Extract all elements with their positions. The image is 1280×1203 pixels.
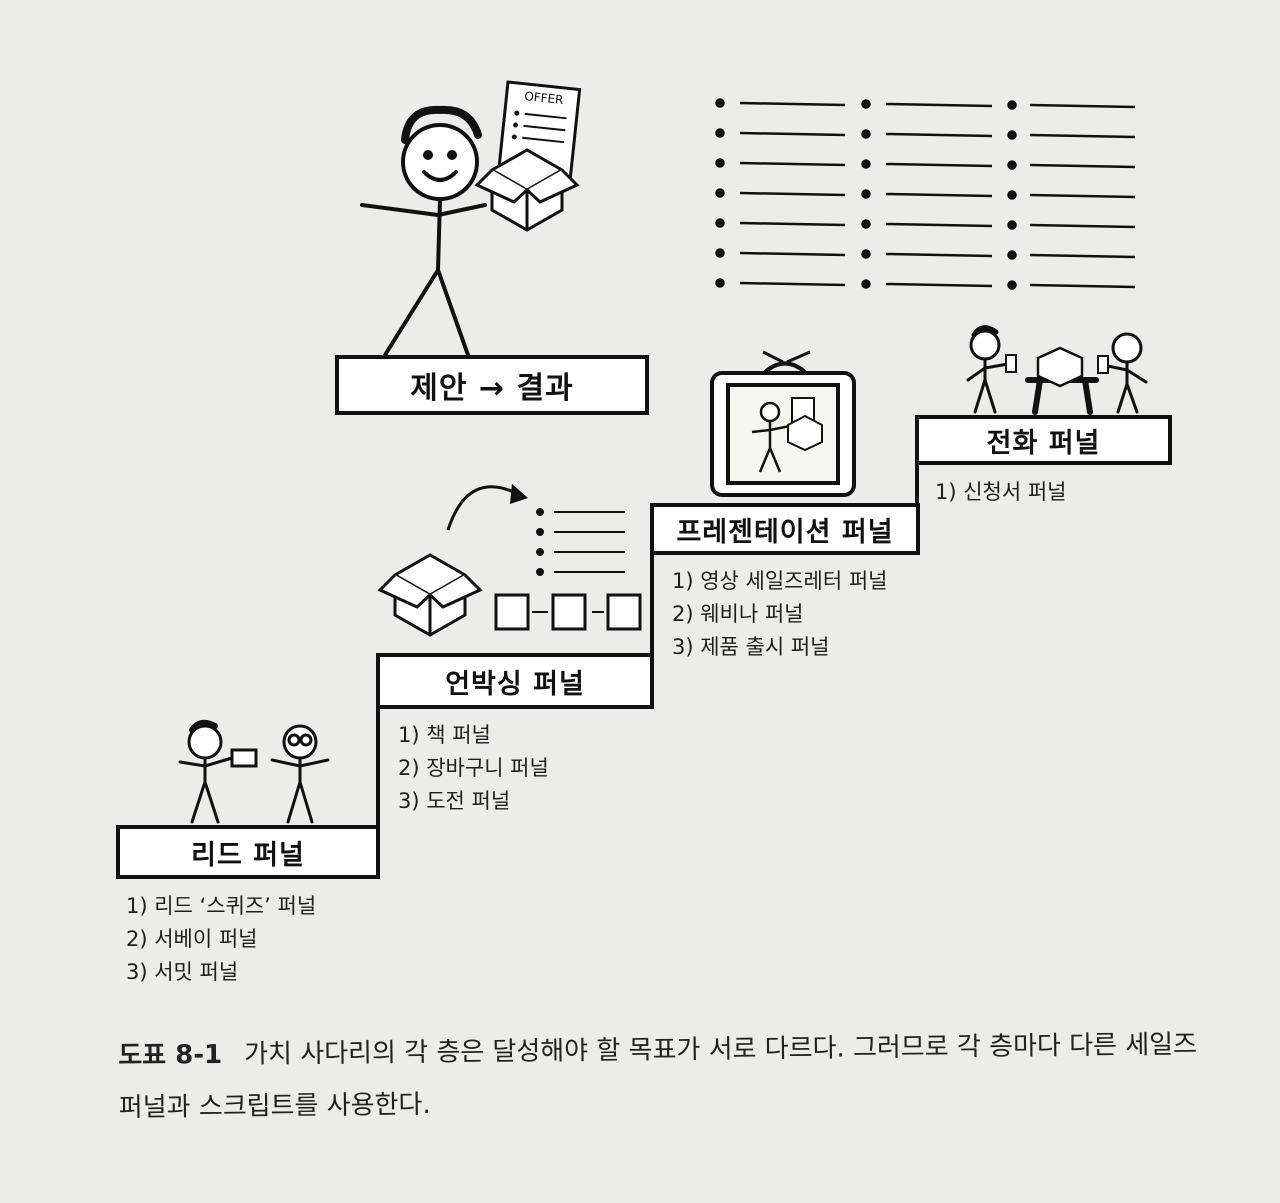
bullet-line	[739, 221, 846, 227]
bullet-line	[1029, 103, 1136, 109]
presentation-funnel-box	[650, 503, 920, 555]
presentation-funnel-label: 프레젠테이션 퍼널	[676, 516, 894, 548]
offer-result-label: 제안 → 결과	[410, 371, 574, 406]
bullet-dot	[536, 508, 544, 516]
unboxing-funnel-list: 1) 책 퍼널 2) 장바구니 퍼널 3) 도전 퍼널	[398, 719, 549, 818]
bullet-dot	[715, 128, 725, 138]
bullet-line	[1029, 283, 1136, 289]
bullet-line	[1029, 193, 1136, 199]
unboxing-checklist	[536, 508, 625, 576]
bullet-line	[885, 132, 993, 138]
list-item: 2) 웨비나 퍼널	[672, 602, 804, 626]
phone-funnel-list: 1) 신청서 퍼널	[935, 476, 1067, 509]
bullet-line	[885, 252, 993, 258]
bullet-line	[885, 162, 993, 168]
bullet-dot	[1007, 130, 1017, 140]
list-item: 2) 장바구니 퍼널	[398, 756, 549, 780]
bullet-dot	[1007, 190, 1017, 200]
bullet-line	[885, 222, 993, 228]
tv-icon	[710, 350, 856, 497]
bullet-dot	[715, 188, 725, 198]
list-item: 1) 리드 ‘스퀴즈’ 퍼널	[126, 894, 317, 918]
bullet-dot	[861, 249, 871, 259]
presenter-figure	[360, 105, 487, 357]
bullet-line	[1029, 253, 1136, 259]
bullet-line	[1029, 223, 1136, 229]
offer-result-box	[335, 355, 649, 415]
phone-funnel-label: 전화 퍼널	[986, 427, 1101, 459]
bullet-dot	[715, 98, 725, 108]
bullet-dot	[1007, 100, 1017, 110]
page-sequence-icon	[494, 593, 642, 631]
bullet-dot	[1007, 250, 1017, 260]
figure-label: 도표 8-1	[118, 1039, 223, 1071]
list-item: 3) 도전 퍼널	[398, 789, 511, 813]
checklist-graphic	[715, 98, 1136, 290]
bullet-line	[739, 251, 846, 257]
bullet-line	[885, 282, 993, 288]
bullet-dot	[536, 528, 544, 536]
bullet-dot	[861, 159, 871, 169]
bullet-dot	[536, 548, 544, 556]
bullet-dot	[861, 279, 871, 289]
bullet-line	[885, 192, 993, 198]
unboxing-box-icon	[378, 553, 482, 637]
bullet-dot	[1007, 220, 1017, 230]
lead-funnel-box	[116, 825, 380, 879]
list-item: 1) 신청서 퍼널	[935, 480, 1067, 504]
list-item: 3) 제품 출시 퍼널	[672, 635, 830, 659]
bullet-line	[739, 161, 846, 167]
bullet-line	[1029, 133, 1136, 139]
bullet-line	[739, 131, 846, 137]
list-item: 1) 영상 세일즈레터 퍼널	[672, 569, 888, 593]
arrow-curve	[446, 485, 521, 531]
bullet-line	[739, 191, 846, 197]
lead-funnel-list: 1) 리드 ‘스퀴즈’ 퍼널 2) 서베이 퍼널 3) 서밋 퍼널	[126, 890, 316, 989]
presentation-funnel-list: 1) 영상 세일즈레터 퍼널 2) 웨비나 퍼널 3) 제품 출시 퍼널	[672, 565, 887, 664]
list-item: 1) 책 퍼널	[398, 723, 491, 747]
bullet-dot	[861, 189, 871, 199]
caption-text: 가치 사다리의 각 층은 달성해야 할 목표가 서로 다르다. 그러므로 각 층…	[118, 1029, 1198, 1123]
bullet-line	[885, 102, 993, 108]
list-item: 3) 서밋 퍼널	[126, 960, 239, 984]
unboxing-funnel-box	[376, 653, 654, 709]
unboxing-funnel-label: 언박싱 퍼널	[445, 668, 585, 700]
offer-sign-text: OFFER	[524, 89, 564, 107]
bullet-dot	[861, 129, 871, 139]
phone-figures	[966, 325, 1148, 415]
bullet-dot	[715, 158, 725, 168]
bullet-line	[739, 281, 846, 287]
bullet-dot	[861, 219, 871, 229]
bullet-dot	[1007, 280, 1017, 290]
bullet-dot	[715, 248, 725, 258]
bullet-dot	[1007, 160, 1017, 170]
bullet-dot	[715, 218, 725, 228]
lead-figures	[178, 719, 330, 824]
phone-funnel-box	[915, 415, 1172, 465]
list-item: 2) 서베이 퍼널	[126, 927, 258, 951]
bullet-dot	[861, 99, 871, 109]
bullet-dot	[715, 278, 725, 288]
bullet-line	[1029, 163, 1136, 169]
lead-funnel-label: 리드 퍼널	[191, 839, 305, 871]
bullet-line	[739, 101, 846, 107]
bullet-dot	[536, 568, 544, 576]
